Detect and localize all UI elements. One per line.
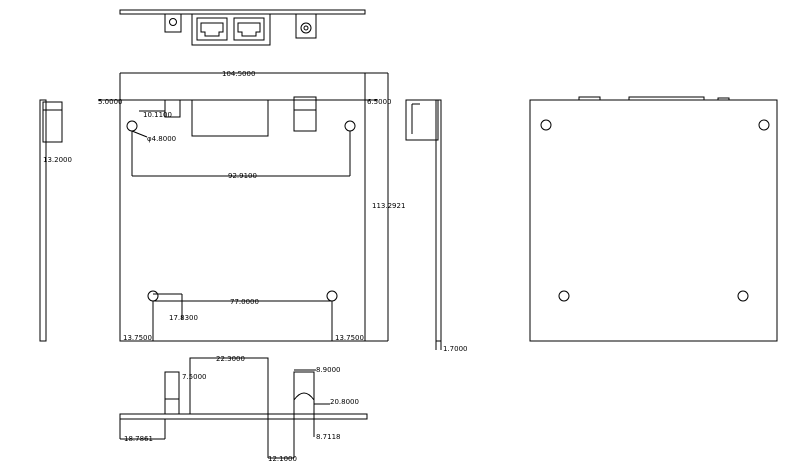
mounting-hole-icon [126, 120, 138, 132]
dim-top-hole-spacing: 92.9100 [228, 172, 257, 180]
mounting-hole-icon [344, 120, 356, 132]
dim-hole-diameter: φ4.8000 [147, 135, 176, 143]
dim-bottom-hole-height: 17.8300 [169, 314, 198, 322]
dim-right-side-thickness: 1.7000 [443, 345, 468, 353]
dim-overall-width: 104.5000 [222, 70, 255, 78]
dim-bottom-dc-width: 8.9000 [316, 366, 341, 374]
front-view [98, 72, 389, 342]
bottom-view [119, 357, 368, 459]
right-side-view [405, 99, 442, 350]
dim-bottom-left-offset: 13.7500 [123, 334, 152, 342]
dim-bottom-dc-offset: 8.7118 [316, 433, 341, 441]
dim-bottom-jack-height: 7.5000 [182, 373, 207, 381]
mounting-hole-icon [558, 290, 570, 302]
mounting-hole-icon [326, 290, 338, 302]
dim-connector-offset: 10.1100 [143, 111, 172, 119]
dim-overall-height: 113.2921 [372, 202, 405, 210]
rj45-port-icon [233, 17, 265, 41]
back-view [529, 96, 778, 342]
dc-jack-icon [295, 13, 317, 39]
left-side-view [39, 99, 63, 342]
mounting-hole-icon [147, 290, 159, 302]
dim-bottom-right-offset: 13.7500 [335, 334, 364, 342]
dim-bottom-total-offset: 12.1000 [268, 455, 297, 463]
rj45-port-icon [196, 17, 228, 41]
top-view [119, 9, 366, 46]
dim-bottom-dc-height: 20.8000 [330, 398, 359, 406]
dim-left-side-height: 13.2000 [43, 156, 72, 164]
mounting-hole-icon [758, 119, 770, 131]
mounting-hole-icon [737, 290, 749, 302]
mounting-hole-icon [540, 119, 552, 131]
dim-bottom-hole-spacing: 77.0000 [230, 298, 259, 306]
dim-bottom-rj45-width: 22.3000 [216, 355, 245, 363]
mounting-hole-icon [164, 13, 182, 33]
dim-top-left-offset: 5.0000 [98, 98, 123, 106]
dim-bottom-left-offset-b: 18.7861 [124, 435, 153, 443]
dim-top-right-offset: 6.5000 [367, 98, 392, 106]
